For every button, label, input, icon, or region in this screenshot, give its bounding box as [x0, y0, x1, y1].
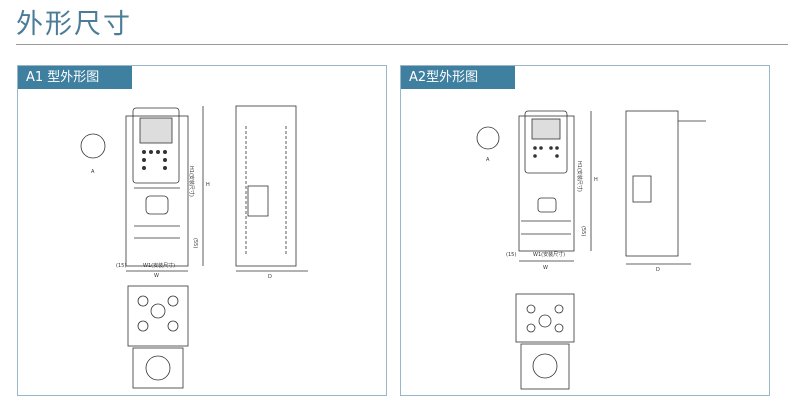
height-label: H	[594, 177, 598, 183]
width-label: W	[154, 273, 159, 279]
panel-heading: A1 型外形图	[18, 66, 132, 89]
detail-label: A	[486, 157, 490, 163]
a1-dimension-drawing: A W W1(安装尺寸) (15) H H1(安装尺寸) (55) D	[80, 105, 308, 389]
w1-label: W1(安装尺寸)	[143, 262, 175, 269]
depth-label: D	[656, 267, 660, 273]
left-margin-label: (15)	[506, 252, 516, 258]
width-label: W	[543, 265, 548, 271]
title-divider	[16, 44, 788, 45]
depth-label: D	[268, 274, 272, 280]
h1-label: H1(安装尺寸)	[188, 166, 195, 197]
detail-label: A	[91, 169, 95, 175]
w1-label: W1(安装尺寸)	[533, 251, 565, 258]
panel-a2: A2型外形图 A W W1(安装尺寸) (15) H H1(安装尺寸) (55)…	[400, 65, 770, 396]
a2-dimension-drawing: A W W1(安装尺寸) (15) H H1(安装尺寸) (55) D	[476, 110, 706, 390]
left-margin-label: (15)	[116, 263, 126, 269]
panel-heading: A2型外形图	[401, 66, 515, 89]
bottom-margin-label: (55)	[580, 226, 586, 236]
h1-label: H1(安装尺寸)	[576, 161, 583, 192]
height-label: H	[206, 182, 210, 188]
panel-a1: A1 型外形图 A W W1(安装尺寸) (15) H H1(安装尺寸) (55…	[17, 65, 387, 396]
bottom-margin-label: (55)	[192, 238, 198, 248]
page-title: 外形尺寸	[16, 9, 132, 40]
